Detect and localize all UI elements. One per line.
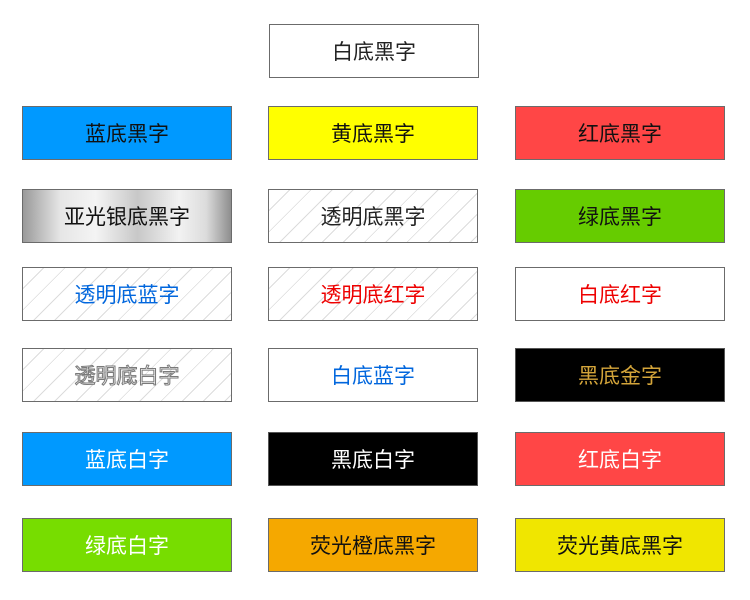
swatch-label: 透明底红字 <box>320 283 426 307</box>
swatch-white-red: 白底红字 <box>515 267 725 321</box>
swatch-matte-silver-black: 亚光银底黑字 <box>22 189 232 243</box>
swatch-yellow-black: 黄底黑字 <box>268 106 478 160</box>
swatch-clear-blue: 透明底蓝字 <box>22 267 232 321</box>
swatch-red-black: 红底黑字 <box>515 106 725 160</box>
swatch-white-black: 白底黑字 <box>269 24 479 78</box>
swatch-label: 黑底金字 <box>578 364 662 388</box>
swatch-blue-white: 蓝底白字 <box>22 432 232 486</box>
swatch-label: 红底黑字 <box>578 122 662 146</box>
swatch-label: 蓝底白字 <box>85 448 169 472</box>
swatch-blue-black: 蓝底黑字 <box>22 106 232 160</box>
swatch-label: 透明底黑字 <box>320 205 426 229</box>
swatch-clear-black: 透明底黑字 <box>268 189 478 243</box>
swatch-label: 蓝底黑字 <box>85 122 169 146</box>
swatch-label: 白底红字 <box>578 283 662 307</box>
swatch-label: 白底黑字 <box>332 40 416 64</box>
swatch-green-black: 绿底黑字 <box>515 189 725 243</box>
swatch-clear-red: 透明底红字 <box>268 267 478 321</box>
swatch-label: 绿底白字 <box>85 534 169 558</box>
swatch-fluorescent-orange-black: 荧光橙底黑字 <box>268 518 478 572</box>
swatch-label: 绿底黑字 <box>578 205 662 229</box>
swatch-clear-white: 透明底白字 <box>22 348 232 402</box>
swatch-label: 透明底白字 <box>74 364 180 389</box>
swatch-label: 黄底黑字 <box>331 122 415 146</box>
swatch-label: 红底白字 <box>578 448 662 472</box>
swatch-black-gold: 黑底金字 <box>515 348 725 402</box>
swatch-white-blue: 白底蓝字 <box>268 348 478 402</box>
swatch-label: 白底蓝字 <box>331 364 415 388</box>
swatch-black-white: 黑底白字 <box>268 432 478 486</box>
swatch-label: 荧光橙底黑字 <box>310 534 436 558</box>
swatch-label: 黑底白字 <box>331 448 415 472</box>
swatch-label: 荧光黄底黑字 <box>557 534 683 558</box>
swatch-fluorescent-yellow-black: 荧光黄底黑字 <box>515 518 725 572</box>
swatch-label: 亚光银底黑字 <box>64 205 190 229</box>
swatch-label: 透明底蓝字 <box>74 283 180 307</box>
swatch-green-white: 绿底白字 <box>22 518 232 572</box>
swatch-red-white: 红底白字 <box>515 432 725 486</box>
